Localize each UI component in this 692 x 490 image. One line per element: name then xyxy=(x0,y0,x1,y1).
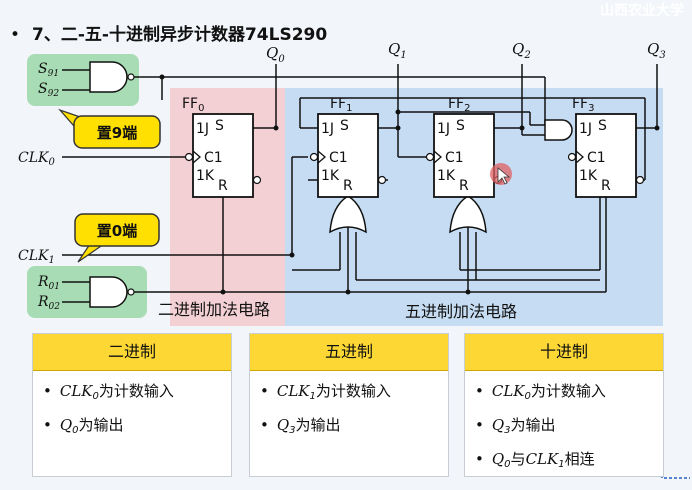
ff1-c: C1 xyxy=(329,150,348,166)
ff3-k: 1K xyxy=(579,168,598,184)
watermark-text: 山西农业大学 xyxy=(600,3,684,19)
decimal-panel-list: •CLK0为计数输入 •Q3为输出 •Q0与CLK1相连 xyxy=(465,377,663,479)
binary-panel-list: •CLK0为计数输入 •Q0为输出 xyxy=(33,377,231,445)
ff0-c: C1 xyxy=(204,150,223,166)
title-text: 7、二-五-十进制异步计数器74LS290 xyxy=(32,25,328,45)
ff2-r: R xyxy=(459,178,469,194)
ff0-k: 1K xyxy=(196,168,215,184)
slide-title: • 7、二-五-十进制异步计数器74LS290 xyxy=(10,20,327,45)
clk1-label: CLK1 xyxy=(18,248,55,266)
decimal-panel: 十进制 •CLK0为计数输入 •Q3为输出 •Q0与CLK1相连 xyxy=(464,333,664,477)
wires xyxy=(62,64,658,303)
ff2-j: 1J xyxy=(437,121,450,137)
j3-and-gate xyxy=(544,119,573,141)
ff3-box xyxy=(575,113,637,198)
reset0-callout-box xyxy=(74,213,160,247)
set9-and-gate xyxy=(89,61,128,93)
ff1-name: FF1 xyxy=(330,96,352,114)
input-labels: S91 S92 CLK0 CLK1 R01 R02 xyxy=(18,61,60,312)
title-bullet: • xyxy=(10,25,21,45)
clock-marks xyxy=(192,150,584,164)
ff1-s: S xyxy=(340,118,349,134)
ff1-box xyxy=(317,113,379,198)
r01-label: R01 xyxy=(37,274,60,292)
mouse-cursor-icon xyxy=(497,167,511,185)
decimal-panel-item: •Q0与CLK1相连 xyxy=(475,450,595,470)
quinary-panel-item: •Q3为输出 xyxy=(260,416,341,436)
reset0-callout-text: 置0端 xyxy=(97,222,137,240)
reset0-and-bubble xyxy=(127,288,135,296)
ff-pin-labels: 1J S C1 1K R 1J S C1 1K R 1J S C1 1K R 1… xyxy=(196,118,611,194)
ff2-s: S xyxy=(456,118,465,134)
s92-label: S92 xyxy=(38,81,59,99)
q2-label: Q2 xyxy=(512,40,531,61)
binary-region-label: 二进制加法电路 xyxy=(158,300,270,319)
corner-bracket xyxy=(661,455,690,479)
ff3-name: FF3 xyxy=(572,96,594,114)
binary-panel-title: 二进制 xyxy=(33,334,231,371)
ff3-r: R xyxy=(601,178,611,194)
ff2-c: C1 xyxy=(445,150,464,166)
q1-label: Q1 xyxy=(388,40,407,61)
output-labels: Q0 Q1 Q2 Q3 xyxy=(266,40,666,65)
reset0-and-gate xyxy=(89,276,128,308)
ff1-j: 1J xyxy=(321,121,334,137)
binary-panel: 二进制 •CLK0为计数输入 •Q0为输出 xyxy=(32,333,232,477)
junction-dots xyxy=(159,74,660,295)
decimal-panel-title: 十进制 xyxy=(465,334,663,371)
ff2-name: FF2 xyxy=(448,96,470,114)
ff1-k: 1K xyxy=(321,168,340,184)
quinary-panel-title: 五进制 xyxy=(250,334,448,371)
inversion-bubbles xyxy=(184,152,645,185)
q0-label: Q0 xyxy=(266,44,285,65)
binary-panel-item: •CLK0为计数输入 xyxy=(43,382,174,402)
ff3-j: 1J xyxy=(579,121,592,137)
ff3-s: S xyxy=(598,118,607,134)
r02-label: R02 xyxy=(37,294,60,312)
binary-panel-item: •Q0为输出 xyxy=(43,416,124,436)
clk0-label: CLK0 xyxy=(18,150,55,168)
ff2-box xyxy=(433,113,495,198)
ff3-c: C1 xyxy=(587,150,606,166)
ff0-s: S xyxy=(215,118,224,134)
ff0-j: 1J xyxy=(196,121,209,137)
set9-callout-box xyxy=(73,115,161,149)
q3-label: Q3 xyxy=(647,40,666,61)
ff0-name: FF0 xyxy=(182,96,204,114)
ff0-box xyxy=(192,113,254,198)
ff0-r: R xyxy=(218,178,228,194)
set9-and-bubble xyxy=(127,73,135,81)
quinary-region-label: 五进制加法电路 xyxy=(405,302,517,321)
ff2-k: 1K xyxy=(437,168,456,184)
ff-labels: FF0 FF1 FF2 FF3 xyxy=(182,96,594,114)
decimal-panel-item: •CLK0为计数输入 xyxy=(475,382,606,402)
set9-callout-text: 置9端 xyxy=(97,124,137,142)
ff1-r: R xyxy=(343,178,353,194)
quinary-panel: 五进制 •CLK1为计数输入 •Q3为输出 xyxy=(249,333,449,477)
quinary-panel-list: •CLK1为计数输入 •Q3为输出 xyxy=(250,377,448,445)
s91-label: S91 xyxy=(38,61,59,79)
ff2-or-gate xyxy=(449,195,487,234)
quinary-panel-item: •CLK1为计数输入 xyxy=(260,382,391,402)
ff1-or-gate xyxy=(329,195,367,234)
decimal-panel-item: •Q3为输出 xyxy=(475,416,556,436)
